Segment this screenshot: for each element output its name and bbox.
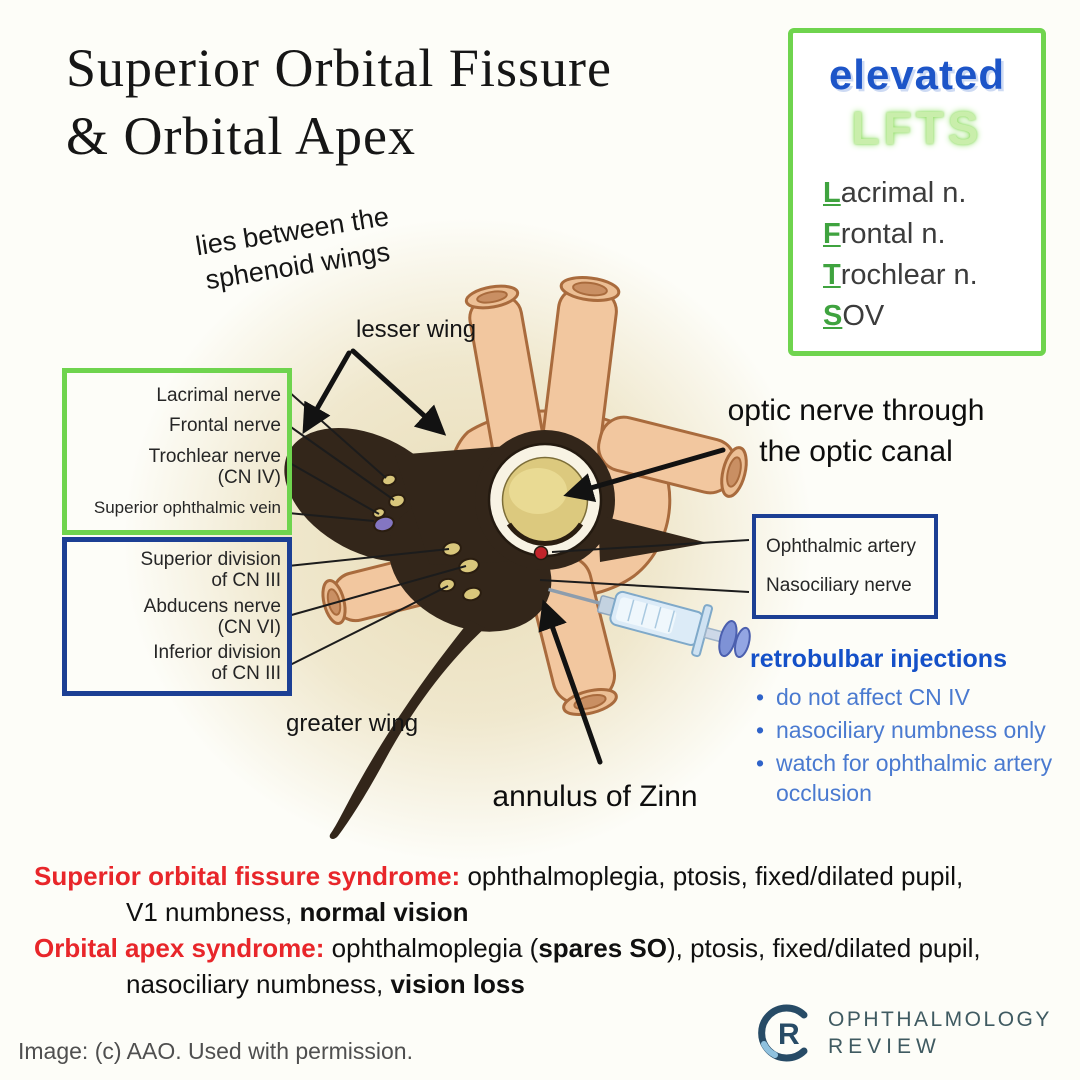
sof-syndrome-line1: Superior orbital fissure syndrome: ophth… <box>34 858 1074 894</box>
logo-line2: REVIEW <box>828 1035 941 1058</box>
retrobulbar-notes: retrobulbar injections do not affect CN … <box>750 645 1062 811</box>
sof-normal-vision: normal vision <box>299 897 469 927</box>
sof-syndrome-text2: V1 numbness, <box>126 897 300 927</box>
lfts-item-text: acrimal n. <box>840 177 967 209</box>
sof-syndrome-label: Superior orbital fissure syndrome: <box>34 861 461 891</box>
lfts-item-text: rochlear n. <box>840 259 978 291</box>
label-optic-nerve-canal: optic nerve through the optic canal <box>727 394 985 468</box>
artery-nerve-box: Ophthalmic artery Nasociliary nerve <box>752 514 938 619</box>
logo-icon: R <box>758 1004 808 1062</box>
oas-syndrome-label: Orbital apex syndrome: <box>34 933 325 963</box>
lfts-lead-letter: S <box>823 300 843 332</box>
lfts-item-list: Lacrimal n. Frontal n. Trochlear n. SOV <box>823 173 1041 337</box>
label-inferior-division-cn3: Inferior division of CN III <box>153 642 281 685</box>
label-abducens-nerve: Abducens nerve (CN VI) <box>143 595 281 638</box>
label-lesser-wing: lesser wing <box>356 316 477 343</box>
lfts-lead-letter: F <box>823 218 841 250</box>
label-nasociliary-nerve: Nasociliary nerve <box>766 575 912 597</box>
lfts-lead-letter: T <box>823 259 841 291</box>
superior-orbital-fissure-shadow <box>284 428 708 840</box>
oas-syndrome-line1: Orbital apex syndrome: ophthalmoplegia (… <box>34 930 1074 966</box>
oas-vision-loss: vision loss <box>390 969 525 999</box>
page-title-line1: Superior Orbital Fissure <box>66 38 612 98</box>
nerve-cross-sections <box>372 473 482 602</box>
page-title: Superior Orbital Fissure & Orbital Apex <box>66 34 612 170</box>
ophthalmic-artery-dot <box>533 545 549 561</box>
page-title-line2: & Orbital Apex <box>66 106 416 166</box>
label-trochlear-nerve: Trochlear nerve (CN IV) <box>148 445 281 488</box>
lfts-heading-lfts: LFTS <box>851 102 983 154</box>
lfts-item-trochlear: Trochlear n. <box>823 255 1041 296</box>
ophthalmology-review-logo: R OPHTHALMOLOGY REVIEW <box>752 1000 1052 1066</box>
label-frontal-nerve: Frontal nerve <box>169 415 281 437</box>
label-superior-ophthalmic-vein: Superior ophthalmic vein <box>93 498 281 518</box>
lfts-item-text: rontal n. <box>840 218 946 250</box>
leader-lines <box>287 390 750 667</box>
logo-wordmark: OPHTHALMOLOGY REVIEW <box>828 1006 1052 1060</box>
pointer-arrows <box>302 348 726 765</box>
logo-letter: R <box>778 1018 800 1051</box>
label-lacrimal-nerve: Lacrimal nerve <box>156 384 281 406</box>
note-sphenoid-wings: lies between the sphenoid wings <box>193 201 392 296</box>
sof-syndrome-text: ophthalmoplegia, ptosis, fixed/dilated p… <box>460 861 964 891</box>
oas-spares-so: spares SO <box>538 933 667 963</box>
sof-within-annulus-box: Superior division of CN III Abducens ner… <box>62 537 292 696</box>
lfts-mnemonic-box: elevated LFTS Lacrimal n. Frontal n. Tro… <box>788 28 1046 356</box>
sof-syndrome-line2: V1 numbness, normal vision <box>126 894 1074 930</box>
retrobulbar-bullet: do not affect CN IV <box>750 682 1062 712</box>
sof-above-annulus-box: Lacrimal nerve Frontal nerve Trochlear n… <box>62 368 292 535</box>
retrobulbar-bullet: watch for ophthalmic artery occlusion <box>750 748 1062 808</box>
syndrome-summary: Superior orbital fissure syndrome: ophth… <box>34 858 1074 1002</box>
retrobulbar-heading: retrobulbar injections <box>750 645 1007 673</box>
label-greater-wing: greater wing <box>286 710 419 737</box>
label-annulus-of-zinn: annulus of Zinn <box>492 780 698 813</box>
image-credit: Image: (c) AAO. Used with permission. <box>18 1038 413 1064</box>
lfts-heading-elevated: elevated <box>828 51 1006 98</box>
superior-ophthalmic-vein-dot <box>373 515 395 533</box>
lfts-item-frontal: Frontal n. <box>823 214 1041 255</box>
lfts-lead-letter: L <box>823 177 841 209</box>
logo-line1: OPHTHALMOLOGY <box>828 1008 1052 1031</box>
label-ophthalmic-artery: Ophthalmic artery <box>766 535 916 557</box>
lfts-item-sov: SOV <box>823 296 1041 337</box>
retrobulbar-bullet: nasociliary numbness only <box>750 715 1062 745</box>
oas-syndrome-text3: nasociliary numbness, <box>126 969 391 999</box>
oas-syndrome-line2: nasociliary numbness, vision loss <box>126 966 1074 1002</box>
lfts-item-lacrimal: Lacrimal n. <box>823 173 1041 214</box>
syringe-icon <box>548 587 751 659</box>
oas-syndrome-text1: ophthalmoplegia ( <box>324 933 539 963</box>
label-superior-division-cn3: Superior division of CN III <box>140 548 281 591</box>
oas-syndrome-text2: ), ptosis, fixed/dilated pupil, <box>666 933 981 963</box>
optic-canal <box>487 442 603 561</box>
lfts-item-text: OV <box>842 300 885 332</box>
